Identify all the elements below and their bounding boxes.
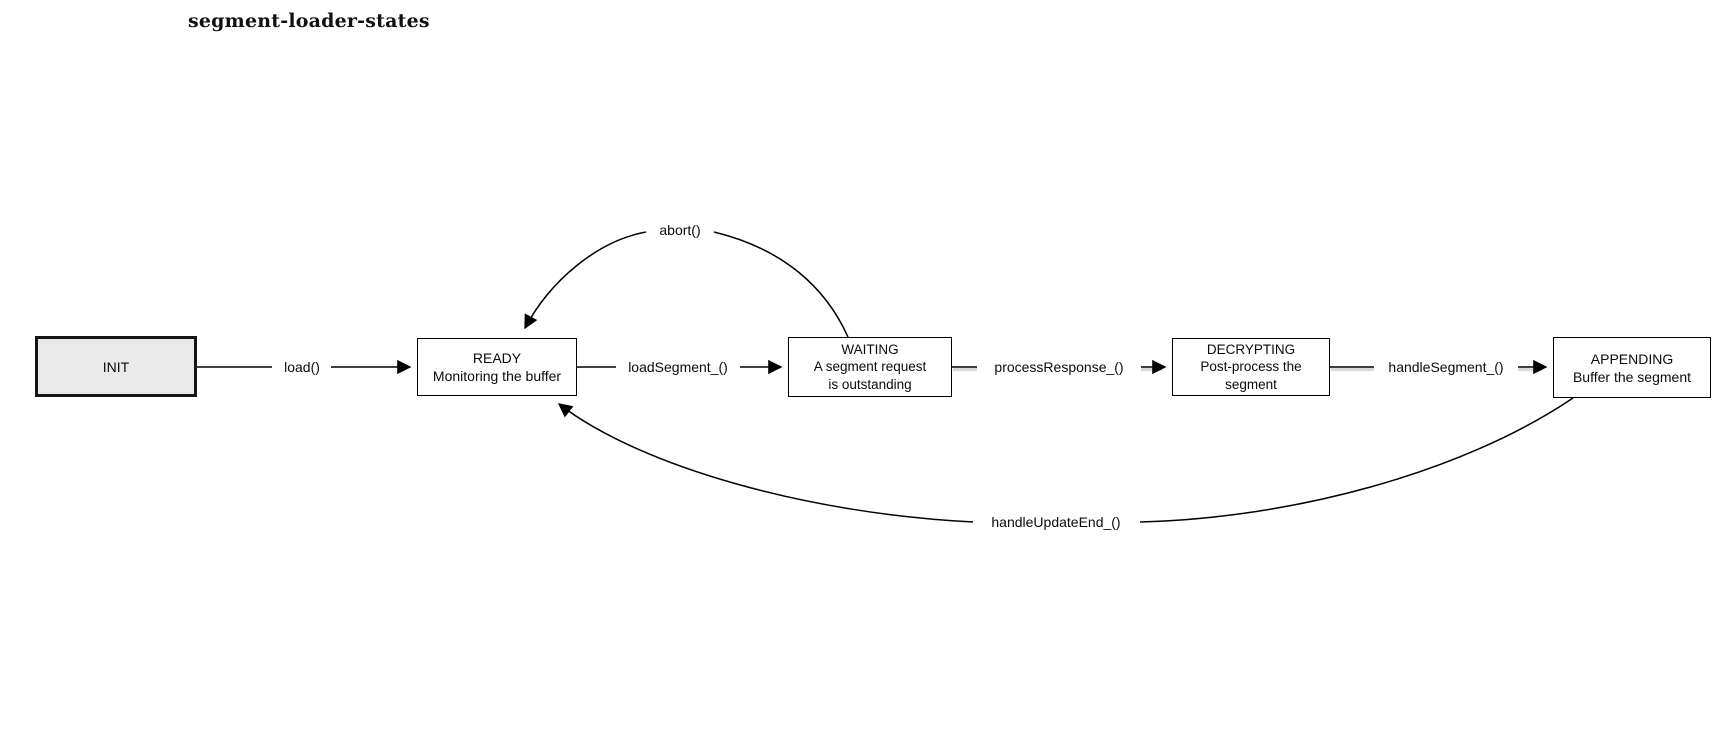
transition-label-process-response: processResponse_() — [991, 359, 1127, 375]
state-description: Buffer the segment — [1572, 368, 1692, 385]
state-description: A segment request — [813, 359, 927, 375]
transition-label-handle-segment: handleSegment_() — [1385, 359, 1507, 375]
state-description: is outstanding — [828, 376, 912, 392]
transition-label-load-segment: loadSegment_() — [625, 359, 731, 375]
state-box-appending: APPENDING Buffer the segment — [1553, 337, 1711, 398]
transition-label-abort: abort() — [656, 222, 704, 238]
diagram-title: segment-loader-states — [188, 10, 430, 32]
state-name: DECRYPTING — [1206, 341, 1296, 357]
state-box-ready: READY Monitoring the buffer — [417, 338, 577, 396]
arrow-abort — [524, 231, 849, 338]
transition-label-handle-update-end: handleUpdateEnd_() — [988, 514, 1124, 530]
state-name: WAITING — [841, 341, 899, 357]
state-description: segment — [1225, 376, 1277, 392]
state-name: APPENDING — [1590, 350, 1674, 367]
arrow-handle-segment — [1330, 359, 1548, 375]
state-box-waiting: WAITING A segment request is outstanding — [788, 337, 952, 397]
state-box-decrypting: DECRYPTING Post-process the segment — [1172, 338, 1330, 396]
state-name: INIT — [102, 358, 130, 375]
arrow-handle-update-end — [557, 397, 1574, 523]
arrow-process-response — [952, 359, 1167, 375]
state-box-init: INIT — [35, 336, 197, 397]
state-name: READY — [472, 350, 522, 366]
state-description: Post-process the — [1200, 359, 1302, 375]
transition-label-load: load() — [281, 359, 323, 375]
state-description: Monitoring the buffer — [432, 368, 562, 384]
